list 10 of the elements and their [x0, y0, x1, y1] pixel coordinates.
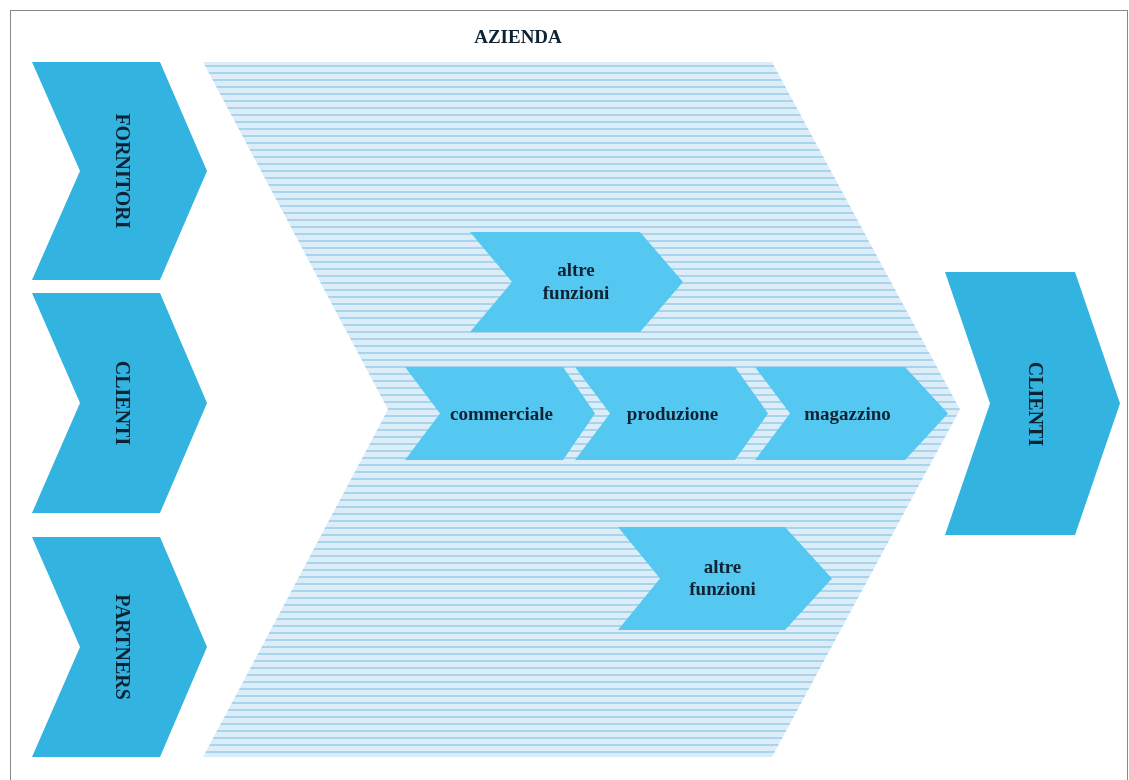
function-label: commerciale [448, 402, 554, 425]
vertical-label: PARTNERS [111, 593, 135, 702]
function-label: produzione [625, 402, 720, 425]
vertical-label: CLIENTI [1023, 360, 1048, 448]
vertical-label: CLIENTI [111, 359, 135, 448]
heading: AZIENDA [473, 26, 563, 49]
function-label: altre funzioni [688, 555, 757, 602]
function-label: magazzino [803, 402, 892, 425]
vertical-label: FORNITORI [111, 112, 135, 231]
function-label: altre funzioni [541, 259, 611, 305]
